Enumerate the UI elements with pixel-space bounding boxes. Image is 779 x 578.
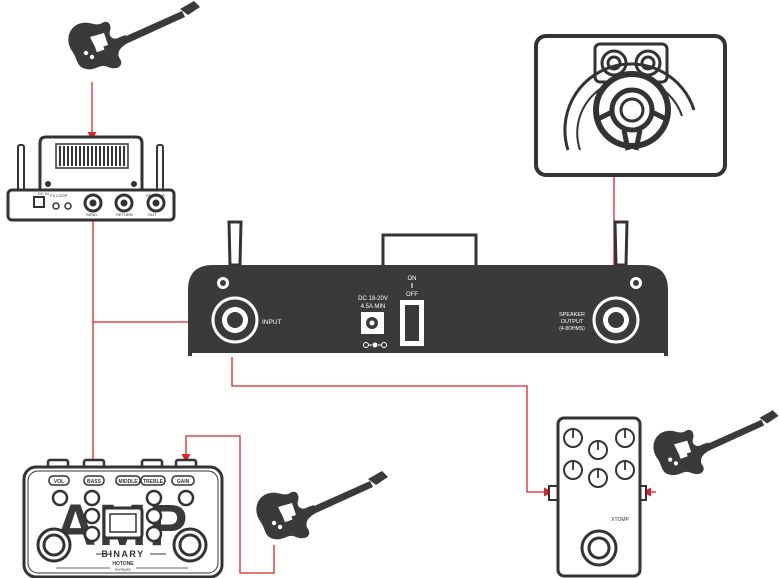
power-spec-line1: DC 18-20V xyxy=(358,296,388,302)
cable-guitar-to-binary xyxy=(181,435,275,574)
footswitch-left[interactable] xyxy=(36,527,72,563)
switch-symbol: I xyxy=(411,283,413,290)
speaker-cabinet-icon xyxy=(534,34,727,177)
mini-amp-label: FX LOOP xyxy=(50,193,68,198)
knob-label-bass: BASS xyxy=(87,479,102,485)
input-label: INPUT xyxy=(262,319,282,326)
guitar-icon xyxy=(653,410,779,476)
mini-amp-label: RETURN xyxy=(116,212,133,217)
footswitch-right[interactable] xyxy=(172,527,208,563)
mini-amp-label: SPEAKER xyxy=(146,193,165,198)
guitar-icon xyxy=(68,1,200,70)
mini-amp-head: DC IN FX LOOP SEND RETURN SPEAKER OUT xyxy=(6,135,176,222)
binary-amp-pedal: VOL BASS MIDDLE TREBLE GAIN AMP BINARY H… xyxy=(22,458,224,578)
xtomp-footswitch[interactable] xyxy=(580,529,618,567)
cable-input-to-xtomp xyxy=(231,331,553,497)
knob-label-gain: GAIN xyxy=(177,479,190,485)
speaker-label-line1: SPEAKER xyxy=(559,312,585,318)
amp-head: INPUT DC 18-20V 4.5A MIN ON I OFF SPEAKE… xyxy=(188,220,668,357)
mini-amp-label: DC IN xyxy=(38,191,49,196)
pedal-brand: HOTONE xyxy=(112,561,134,567)
pedal-name: BINARY xyxy=(101,549,144,559)
switch-on-label: ON xyxy=(408,276,417,282)
xtomp-brand: XTOMP xyxy=(611,517,629,523)
mini-amp-label: SEND xyxy=(86,212,97,217)
knob-label-treble: TREBLE xyxy=(143,479,164,485)
mini-amp-label: OUT xyxy=(148,212,157,217)
guitar-icon xyxy=(256,471,388,540)
xtomp-pedal: XTOMP xyxy=(548,416,647,578)
switch-off-label: OFF xyxy=(406,292,418,298)
pedal-footer: BYPASS xyxy=(115,567,131,572)
speaker-label-line2: OUTPUT xyxy=(561,319,584,325)
knob-label-middle: MIDDLE xyxy=(118,479,138,485)
speaker-label-line3: (4-8OHMS) xyxy=(559,326,585,332)
power-spec-line2: 4.5A MIN xyxy=(361,304,386,310)
knob-label-vol: VOL xyxy=(54,479,64,485)
